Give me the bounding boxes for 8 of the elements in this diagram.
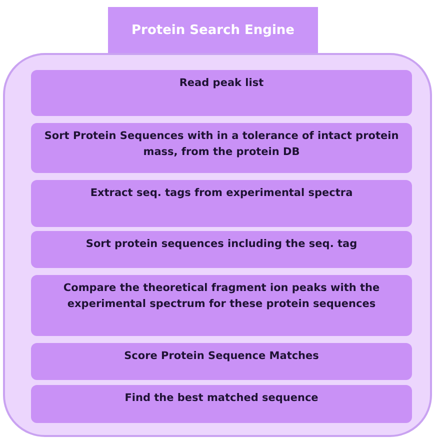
process-box: Compare the theoretical fragment ion peaks with the experimental spectrum for these protein sequences xyxy=(31,275,412,336)
process-box: Sort protein sequences including the seq. tag xyxy=(31,231,412,268)
process-box: Sort Protein Sequences with in a tolerance of intact protein mass, from the protein DB xyxy=(31,123,412,173)
process-box: Read peak list xyxy=(31,70,412,116)
title-tab: Protein Search Engine xyxy=(108,7,318,54)
process-box: Extract seq. tags from experimental spectra xyxy=(31,180,412,227)
process-box: Find the best matched sequence xyxy=(31,385,412,423)
process-box: Score Protein Sequence Matches xyxy=(31,343,412,380)
